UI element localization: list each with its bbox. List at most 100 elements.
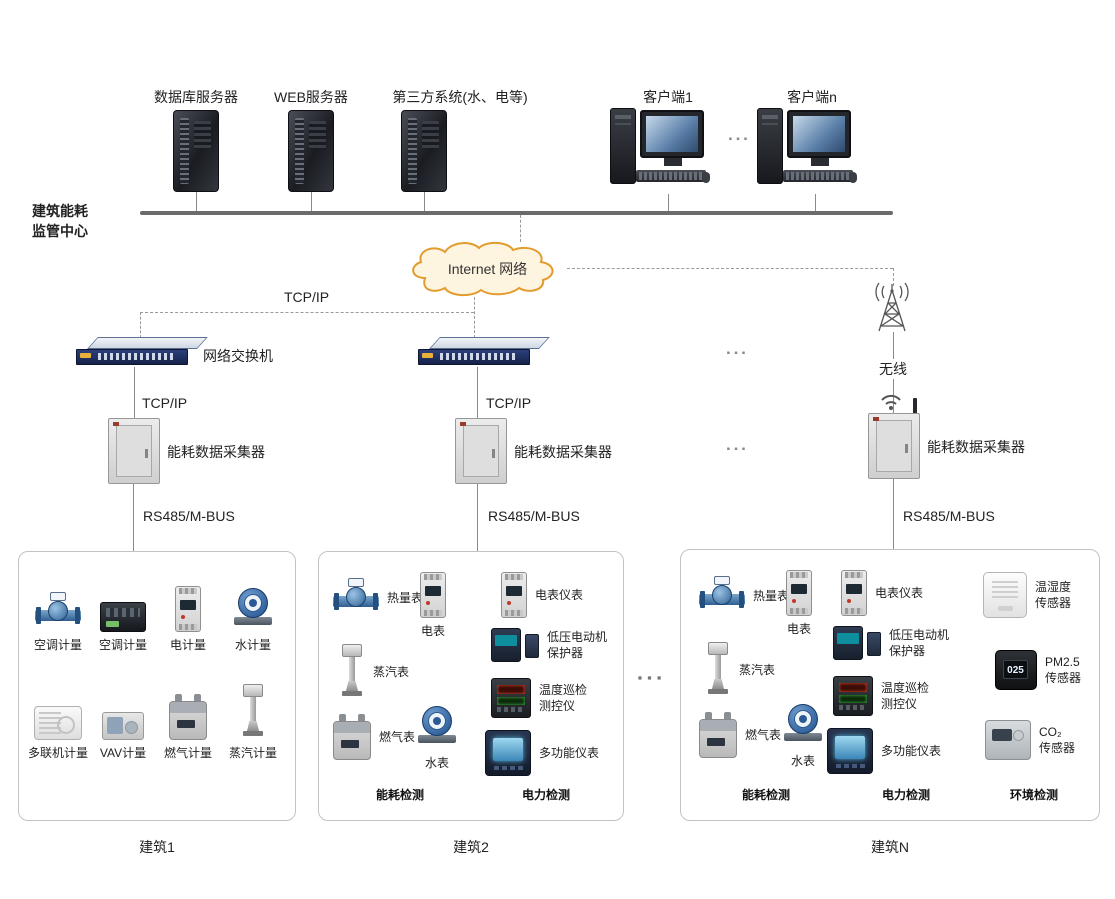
device-meter-instrument: 电表仪表 [841, 570, 923, 616]
building-n-box: 热量表 电表 蒸汽表 燃气表 水表 能耗检测 电表仪表 低压电动机 保护器 [680, 549, 1100, 821]
device-ac-metering-2: 空调计量 [91, 584, 155, 653]
collector-1-label: 能耗数据采集器 [167, 444, 265, 460]
motor-protector-icon [491, 626, 539, 664]
client-n-label: 客户端n [787, 89, 837, 105]
device-temp-inspector: 温度巡检 测控仪 [833, 676, 929, 716]
group-title-energy: 能耗检测 [741, 788, 790, 802]
controller-board-icon [100, 602, 146, 632]
water-meter-icon [416, 704, 458, 750]
building-2-box: 热量表 电表 蒸汽表 燃气表 水表 能耗检测 电表仪表 低压电动机 保护器 [318, 551, 624, 821]
tcpip-top-label: TCP/IP [284, 289, 330, 305]
device-heat-meter: 热量表 [699, 576, 789, 616]
monitoring-center-label: 建筑能耗 监管中心 [32, 203, 88, 240]
connector-collector2-building2 [477, 484, 478, 551]
device-temp-humidity-sensor: 温湿度 传感器 [983, 572, 1071, 618]
dashed-link-bus-cloud [520, 215, 521, 242]
water-meter-icon [232, 586, 274, 632]
group-title-power: 电力检测 [521, 788, 570, 802]
electric-meter-icon [786, 570, 812, 616]
electric-meter-icon [175, 586, 201, 632]
device-heat-meter: 热量表 [333, 578, 423, 618]
collector-3-label: 能耗数据采集器 [927, 439, 1025, 455]
electric-meter-icon [501, 572, 527, 618]
connector-client-n [815, 194, 816, 211]
dashed-link-switch2-drop [474, 297, 475, 338]
device-multi-unit-metering: 多联机计量 [26, 692, 90, 761]
collector-antenna-stub [913, 398, 917, 414]
group-title-energy: 能耗检测 [375, 788, 424, 802]
client-1-label: 客户端1 [643, 89, 693, 105]
panel-meter-icon [491, 678, 531, 718]
network-switch-label: 网络交换机 [203, 348, 273, 364]
collector-2-icon [455, 418, 507, 484]
building-2-name: 建筑2 [453, 839, 489, 855]
client-n-icon [757, 106, 857, 194]
flow-meter-icon [35, 592, 81, 632]
device-multifunction-meter: 多功能仪表 [485, 730, 599, 776]
gas-meter-icon [169, 694, 207, 740]
vav-unit-icon [102, 712, 144, 740]
database-server-label: 数据库服务器 [154, 89, 238, 105]
internet-cloud-label: Internet 网络 [447, 261, 528, 277]
connector-client-1 [668, 194, 669, 211]
connector-collector1-building1 [133, 484, 134, 551]
dashed-link-switch1-drop [140, 312, 141, 338]
device-temp-inspector: 温度巡检 测控仪 [491, 678, 587, 718]
web-server-icon [288, 110, 334, 192]
tcpip-mid-label: TCP/IP [486, 395, 532, 411]
device-steam-meter: 蒸汽表 [705, 642, 775, 698]
device-motor-protector: 低压电动机 保护器 [833, 624, 949, 662]
building-1-box: 空调计量 空调计量 电计量 水计量 多联机计量 VAV计量 燃气计量 蒸汽计量 [18, 551, 296, 821]
rs485-mid-label: RS485/M-BUS [488, 508, 580, 524]
dashed-link-wireless-drop [893, 268, 894, 286]
database-server-icon [173, 110, 219, 192]
building-n-name: 建筑N [870, 839, 910, 855]
steam-meter-icon [705, 642, 731, 698]
panel-meter-icon [833, 676, 873, 716]
gas-meter-icon [333, 714, 371, 760]
multifunction-meter-icon [485, 730, 531, 776]
device-gas-meter: 燃气表 [699, 712, 781, 758]
client-1-icon [610, 106, 710, 194]
electric-meter-icon [420, 572, 446, 618]
wifi-icon [881, 394, 901, 410]
device-gas-metering: 燃气计量 [156, 692, 220, 761]
temp-humidity-sensor-icon [983, 572, 1027, 618]
device-vav-metering: VAV计量 [91, 692, 155, 761]
device-steam-meter: 蒸汽表 [339, 644, 409, 700]
network-switch-1-icon [76, 337, 208, 367]
tcpip-left-label: TCP/IP [142, 395, 188, 411]
device-water-meter: 水表 [411, 702, 463, 771]
cloud-shape [412, 242, 554, 296]
third-party-system-label: 第三方系统(水、电等) [392, 89, 528, 105]
connector-web-server [311, 192, 312, 211]
dashed-link-cloud-wireless [567, 268, 893, 269]
device-co2-sensor: CO₂ 传感器 [985, 720, 1075, 760]
web-server-label: WEB服务器 [274, 89, 348, 105]
collector-3-icon [868, 413, 920, 479]
device-multifunction-meter: 多功能仪表 [827, 728, 941, 774]
internet-cloud: Internet 网络 [405, 240, 570, 298]
co2-sensor-icon [985, 720, 1031, 760]
motor-protector-icon [833, 624, 881, 662]
pm25-sensor-icon: 025 [995, 650, 1037, 690]
network-switch-2-icon [418, 337, 550, 367]
steam-meter-icon [339, 644, 365, 700]
third-party-server-icon [401, 110, 447, 192]
collector-2-label: 能耗数据采集器 [514, 444, 612, 460]
connector-collector3-buildingN [893, 479, 894, 549]
backbone-bus-line [140, 211, 893, 215]
device-pm25-sensor: 025 PM2.5 传感器 [995, 650, 1081, 690]
multi-unit-icon [34, 706, 82, 740]
connector-switch2-collector2 [477, 367, 478, 418]
group-title-power: 电力检测 [881, 788, 930, 802]
water-meter-icon [782, 702, 824, 748]
rs485-right-label: RS485/M-BUS [903, 508, 995, 524]
steam-meter-icon [240, 684, 266, 740]
device-motor-protector: 低压电动机 保护器 [491, 626, 607, 664]
building-row-ellipsis: ▪▪▪ [637, 670, 667, 685]
wireless-antenna-icon [875, 282, 909, 332]
collector-row-ellipsis: ▪▪▪ [726, 444, 750, 455]
gas-meter-icon [699, 712, 737, 758]
